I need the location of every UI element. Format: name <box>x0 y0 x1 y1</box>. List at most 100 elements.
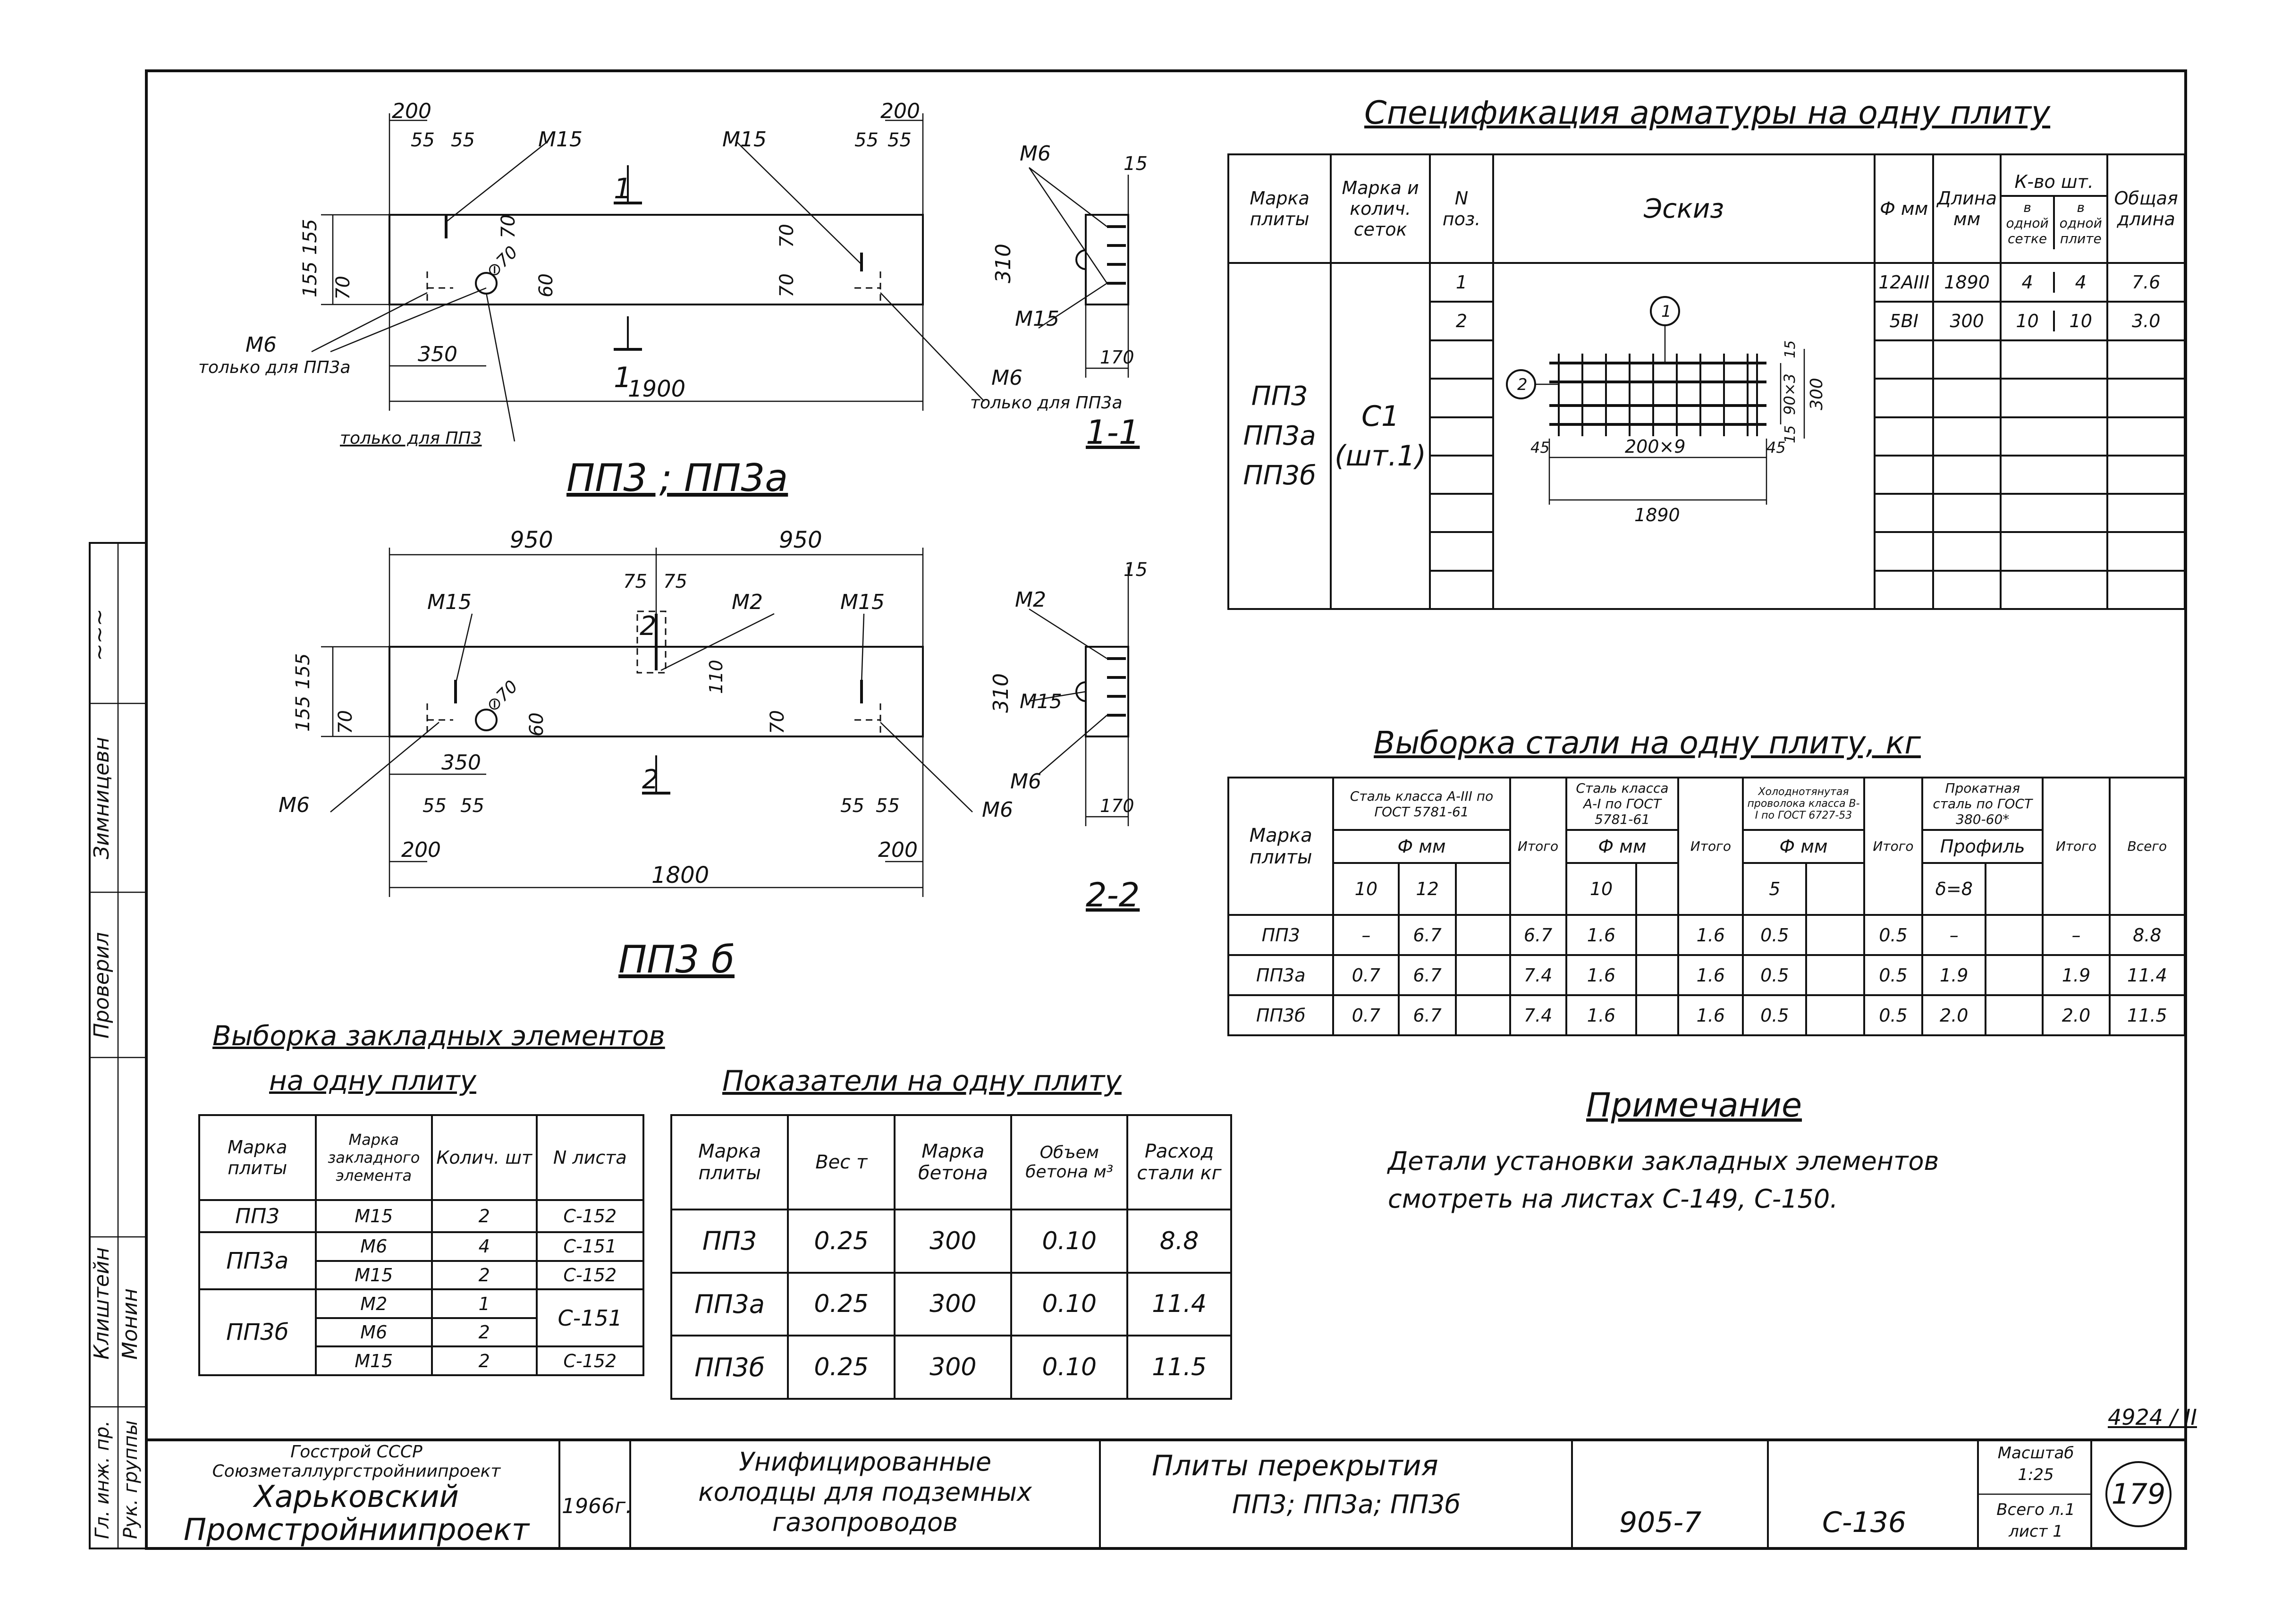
svg-text:55: 55 <box>840 795 864 817</box>
svg-text:350: 350 <box>441 751 481 775</box>
svg-text:55: 55 <box>887 129 912 151</box>
svg-text:70: 70 <box>332 276 354 300</box>
side-checked: Проверил <box>90 932 114 1039</box>
stamp-project: Унифицированные колодцы для подземных га… <box>698 1447 1032 1537</box>
embedded-title-1: Выборка закладных элементов <box>212 1020 665 1052</box>
plan-pp3-top: 200 200 55 55 55 55 М15 М15 1 1 155 155 … <box>198 99 1123 500</box>
svg-text:2: 2 <box>642 764 659 795</box>
section-2-2: М2 15 М15 М6 170 310 2-2 <box>989 559 1148 914</box>
svg-text:170: 170 <box>1100 347 1134 368</box>
svg-text:55: 55 <box>460 795 484 817</box>
svg-text:200: 200 <box>880 99 920 123</box>
section-1-1: М6 15 М15 170 310 1-1 <box>991 142 1148 452</box>
stamp-sheet-no: С-136 <box>1822 1506 1907 1539</box>
spec-title: Спецификация арматуры на одну плиту <box>1364 94 2051 132</box>
svg-text:170: 170 <box>1100 795 1134 816</box>
svg-text:15: 15 <box>1124 153 1148 175</box>
svg-text:М6: М6 <box>982 798 1013 822</box>
embedded-title-2: на одну плиту <box>269 1065 476 1097</box>
svg-text:155: 155 <box>292 653 314 689</box>
note-text: Детали установки закладных элементов смо… <box>1388 1146 1939 1214</box>
svg-text:М2: М2 <box>1015 588 1046 612</box>
steel-table: Марка плиты Сталь класса А-III по ГОСТ 5… <box>1227 777 2186 1036</box>
spec-table: Марка плиты Марка и колич. сеток N поз. … <box>1227 153 2186 610</box>
svg-text:70: 70 <box>498 214 519 238</box>
svg-text:70: 70 <box>776 224 798 248</box>
svg-text:45: 45 <box>1530 439 1550 457</box>
svg-text:1: 1 <box>614 172 632 205</box>
svg-text:⊘70: ⊘70 <box>482 243 522 282</box>
svg-text:70: 70 <box>776 273 798 297</box>
svg-text:950: 950 <box>779 527 822 553</box>
svg-text:75: 75 <box>663 571 687 592</box>
svg-text:15: 15 <box>1782 340 1799 358</box>
svg-text:155: 155 <box>292 696 314 732</box>
plan-pp3b-bottom: 950 950 75 75 2 М2 М15 М15 110 155 155 7… <box>279 527 1013 981</box>
stamp-code: 905-7 <box>1619 1506 1702 1539</box>
doc-number: 4924 / II <box>2108 1404 2197 1430</box>
svg-text:2: 2 <box>1517 375 1528 394</box>
svg-text:75: 75 <box>623 571 647 592</box>
svg-text:200: 200 <box>401 838 441 862</box>
svg-text:2-2: 2-2 <box>1086 876 1140 914</box>
svg-text:200: 200 <box>878 838 918 862</box>
svg-text:М6: М6 <box>991 366 1022 390</box>
stamp-page: 179 <box>2111 1478 2166 1511</box>
svg-text:45: 45 <box>1766 439 1786 457</box>
note-title: Примечание <box>1586 1086 1802 1125</box>
svg-text:1800: 1800 <box>651 862 709 888</box>
svg-text:1900: 1900 <box>628 376 685 402</box>
svg-text:только для ПП3а: только для ПП3а <box>198 358 351 377</box>
svg-text:55: 55 <box>451 129 475 151</box>
svg-text:55: 55 <box>423 795 447 817</box>
svg-text:15: 15 <box>1782 425 1799 443</box>
svg-text:200: 200 <box>392 99 431 123</box>
title-block-lines <box>146 1438 2186 1548</box>
stamp-organization: Госстрой СССР Союзметаллургстройниипроек… <box>184 1442 529 1548</box>
svg-text:70: 70 <box>767 710 788 734</box>
svg-text:М6: М6 <box>279 793 310 817</box>
svg-text:90×3: 90×3 <box>1781 373 1799 415</box>
svg-text:М15: М15 <box>1015 307 1059 331</box>
svg-text:1: 1 <box>614 361 632 394</box>
stamp-sheet-title-2: ПП3; ПП3а; ПП3б <box>1232 1489 1461 1519</box>
svg-text:М15: М15 <box>840 590 885 614</box>
svg-text:60: 60 <box>535 273 557 297</box>
svg-text:155: 155 <box>299 219 321 255</box>
embedded-table: Марка плиты Марка закладного элемента Ко… <box>198 1114 644 1376</box>
svg-text:155: 155 <box>299 262 321 297</box>
svg-text:М15: М15 <box>538 127 583 152</box>
svg-text:М6: М6 <box>1010 770 1041 794</box>
svg-text:М15: М15 <box>427 590 472 614</box>
stamp-scale: Масштаб 1:25 <box>1997 1444 2074 1484</box>
title-pp3b: ПП3 б <box>618 938 735 981</box>
svg-text:М15: М15 <box>1020 690 1062 713</box>
svg-text:М2: М2 <box>732 590 763 614</box>
svg-text:1890: 1890 <box>1634 505 1680 525</box>
svg-text:1: 1 <box>1661 302 1672 321</box>
svg-text:М6: М6 <box>245 333 277 357</box>
svg-text:2: 2 <box>640 611 657 642</box>
svg-text:только для ПП3а: только для ПП3а <box>970 393 1123 413</box>
mesh-sketch: 1 2 200×9 1890 45 45 300 90×3 15 15 <box>1506 296 1826 525</box>
side-group: Рук. группы <box>120 1421 142 1539</box>
side-name-2: Монин <box>118 1288 142 1360</box>
svg-text:310: 310 <box>989 673 1013 713</box>
svg-text:15: 15 <box>1124 559 1148 581</box>
svg-text:110: 110 <box>706 660 727 694</box>
svg-text:55: 55 <box>411 129 435 151</box>
svg-text:350: 350 <box>418 342 457 366</box>
svg-text:М15: М15 <box>722 127 767 152</box>
svg-text:только для ПП3: только для ПП3 <box>340 429 482 448</box>
svg-text:1-1: 1-1 <box>1086 413 1140 452</box>
svg-text:60: 60 <box>526 712 548 736</box>
stamp-year: 1966г. <box>562 1494 633 1518</box>
side-name-3: Зимницевн <box>90 737 114 859</box>
stamp-sheet-title: Плиты перекрытия <box>1152 1449 1438 1482</box>
steel-title: Выборка стали на одну плиту, кг <box>1374 725 1921 761</box>
svg-text:950: 950 <box>510 527 553 553</box>
svg-text:55: 55 <box>876 795 900 817</box>
svg-text:55: 55 <box>854 129 879 151</box>
